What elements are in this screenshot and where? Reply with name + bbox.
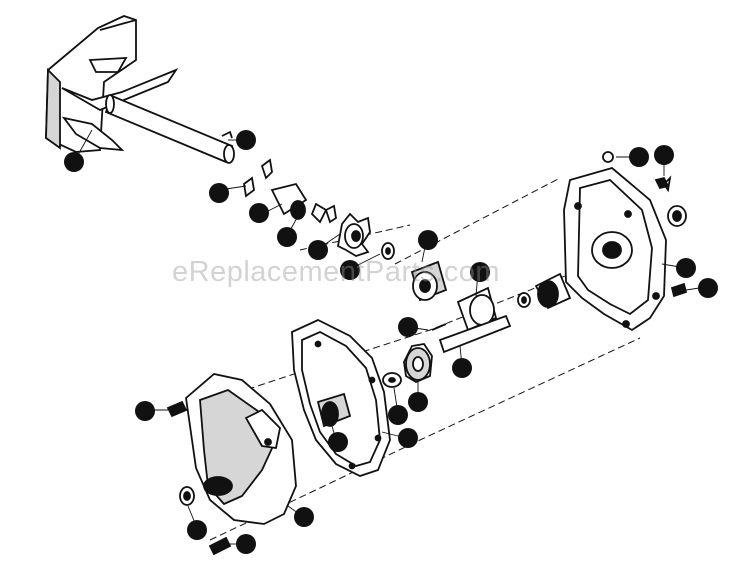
right-gear-case [563,167,672,332]
washer-set [179,151,687,506]
bevel-gear [336,212,371,257]
callout-balloon [676,258,696,278]
worm-gear-bearing [410,260,572,332]
callout-balloon [398,428,418,448]
callout-balloon [398,317,418,337]
callout-balloon [470,262,490,282]
callout-balloon [135,401,155,421]
callout-balloon [277,227,297,247]
callout-balloon [452,358,472,378]
callout-balloon [249,203,269,223]
callout-balloon [294,507,314,527]
callout-balloon [64,152,84,172]
callout-balloon [408,392,428,412]
spur-gear-shaft [403,314,512,384]
gear-case-gasket [291,319,391,477]
callout-balloon [236,534,256,554]
part-callouts [64,130,718,554]
callout-balloon [308,240,328,260]
shaft-hardware [221,130,337,224]
callout-balloon [654,145,674,165]
left-gear-case [185,373,297,525]
bolts [166,176,688,556]
callout-balloon [328,432,348,452]
callout-balloon [698,278,718,298]
callout-balloon [629,147,649,167]
callout-balloon [388,405,408,425]
callout-balloon [187,520,207,540]
callout-balloon [418,230,438,250]
callout-balloon [209,183,229,203]
callout-balloon [340,260,360,280]
callout-balloon [236,130,256,150]
impeller-shaft-assembly [45,15,235,164]
